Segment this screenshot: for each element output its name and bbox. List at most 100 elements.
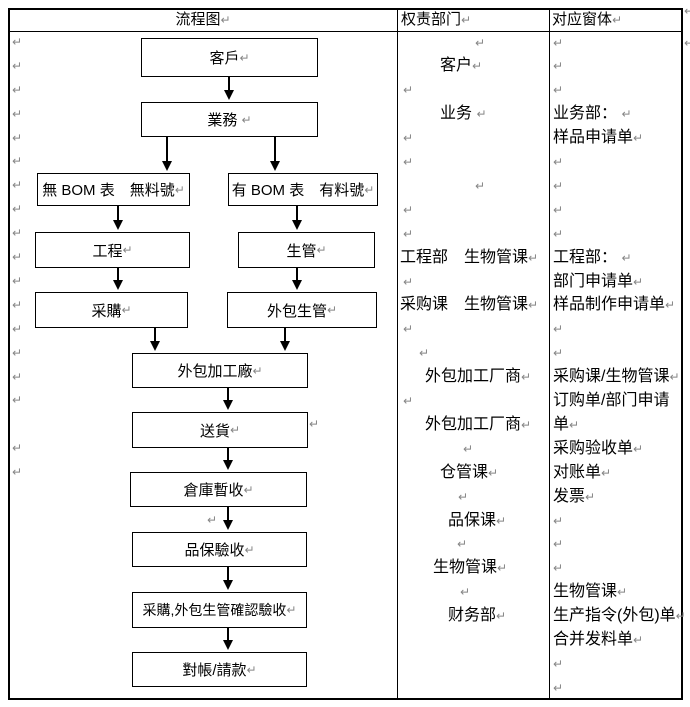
flow-arrowhead-icon bbox=[292, 220, 302, 230]
flow-arrow-line[interactable] bbox=[227, 507, 229, 521]
paragraph-mark-icon: ↵ bbox=[601, 465, 612, 480]
form-text-line[interactable]: 样品制作申请单↵ bbox=[553, 293, 675, 317]
department-text-line[interactable]: 品保课↵ bbox=[448, 509, 506, 533]
column-divider-2 bbox=[549, 8, 550, 700]
paragraph-mark-icon: ↵ bbox=[121, 303, 132, 317]
department-empty-line: ↵ bbox=[403, 198, 413, 222]
flow-arrow-line[interactable] bbox=[227, 388, 229, 401]
department-empty-line: ↵ bbox=[460, 580, 470, 604]
header-cell-forms[interactable]: 对应窗体↵ bbox=[552, 9, 680, 31]
flow-arrow-line[interactable] bbox=[284, 328, 286, 342]
paragraph-mark-icon: ↵ bbox=[553, 513, 564, 528]
form-text-line[interactable]: 订购单/部门申请 bbox=[553, 389, 669, 413]
paragraph-mark-icon: ↵ bbox=[476, 107, 487, 122]
flow-arrowhead-icon bbox=[223, 640, 233, 650]
header-row-divider bbox=[8, 31, 683, 32]
form-empty-line: ↵ bbox=[553, 78, 563, 102]
department-text-line[interactable]: 外包加工厂商↵ bbox=[425, 365, 531, 389]
flow-arrow-line[interactable] bbox=[154, 328, 156, 342]
paragraph-mark-icon: ↵ bbox=[12, 202, 23, 216]
form-text-line[interactable]: 生产指令(外包)单↵ bbox=[553, 604, 686, 628]
department-empty-line: ↵ bbox=[419, 341, 429, 365]
paragraph-mark-icon: ↵ bbox=[403, 322, 414, 337]
form-text-line[interactable]: 样品申请单↵ bbox=[553, 126, 643, 150]
department-text-line[interactable]: 财务部↵ bbox=[448, 604, 506, 628]
form-empty-line: ↵ bbox=[553, 198, 563, 222]
flow-box[interactable]: 無 BOM 表 無料號↵ bbox=[37, 173, 190, 206]
paragraph-mark-icon: ↵ bbox=[12, 226, 23, 240]
flow-box-label: 采購 bbox=[91, 302, 122, 320]
flow-box[interactable]: 采購↵ bbox=[35, 292, 188, 328]
paragraph-mark-icon: ↵ bbox=[460, 585, 471, 600]
form-label: 采购验收单 bbox=[553, 439, 634, 457]
paragraph-mark-icon: ↵ bbox=[244, 542, 255, 557]
form-text-line[interactable]: 发票↵ bbox=[553, 485, 595, 509]
flow-arrow-line[interactable] bbox=[296, 206, 298, 221]
form-text-line[interactable]: 业务部： ↵ bbox=[553, 102, 632, 126]
flow-arrow-line[interactable] bbox=[296, 268, 298, 281]
flow-box[interactable]: 有 BOM 表 有料號↵ bbox=[228, 173, 378, 206]
department-text-line[interactable]: 工程部 生物管课↵ bbox=[400, 246, 538, 270]
flow-arrow-line[interactable] bbox=[166, 137, 168, 162]
flow-box[interactable]: 生管↵ bbox=[238, 232, 375, 268]
flow-box[interactable]: 倉庫暫收↵ bbox=[130, 472, 307, 507]
flow-arrowhead-icon bbox=[270, 161, 280, 171]
flow-box-label: 采購,外包生管確認驗收 bbox=[142, 602, 287, 618]
department-text-line[interactable]: 客户↵ bbox=[440, 54, 482, 78]
flow-box[interactable]: 對帳/請款↵ bbox=[132, 652, 307, 687]
flow-arrow-line[interactable] bbox=[227, 567, 229, 581]
flow-box[interactable]: 外包生管↵ bbox=[227, 292, 377, 328]
flow-box[interactable]: 工程↵ bbox=[35, 232, 190, 268]
flow-arrow-line[interactable] bbox=[274, 137, 276, 162]
form-text-line[interactable]: 工程部： ↵ bbox=[553, 246, 632, 270]
form-text-line[interactable]: 合并发料单↵ bbox=[553, 628, 643, 652]
flow-box[interactable]: 業務 ↵ bbox=[141, 102, 318, 137]
flow-box[interactable]: 送貨↵ bbox=[132, 412, 308, 448]
department-empty-line: ↵ bbox=[475, 31, 485, 55]
department-text-line[interactable]: 业务 ↵ bbox=[440, 102, 487, 126]
department-text-line[interactable]: 生物管课↵ bbox=[433, 556, 507, 580]
flow-box[interactable]: 外包加工廠↵ bbox=[132, 353, 308, 388]
paragraph-mark-icon: ↵ bbox=[553, 680, 564, 695]
flow-arrowhead-icon bbox=[150, 341, 160, 351]
header-cell-flowchart[interactable]: 流程图↵ bbox=[10, 9, 396, 31]
flow-arrow-line[interactable] bbox=[117, 206, 119, 221]
form-text-line[interactable]: 单↵ bbox=[553, 413, 579, 437]
department-label: 品保课 bbox=[448, 511, 497, 529]
paragraph-mark-icon: ↵ bbox=[472, 59, 483, 74]
paragraph-mark-icon: ↵ bbox=[553, 178, 564, 193]
form-text-line[interactable]: 生物管课↵ bbox=[553, 580, 627, 604]
department-label: 采购课 生物管课 bbox=[400, 296, 529, 314]
paragraph-mark-icon: ↵ bbox=[122, 243, 133, 257]
form-text-line[interactable]: 采购课/生物管课↵ bbox=[553, 365, 680, 389]
flow-box[interactable]: 品保驗收↵ bbox=[132, 532, 307, 567]
department-empty-line: ↵ bbox=[403, 222, 413, 246]
flow-arrow-line[interactable] bbox=[228, 77, 230, 91]
paragraph-mark-icon: ↵ bbox=[475, 178, 486, 193]
paragraph-mark-icon: ↵ bbox=[633, 633, 644, 647]
paragraph-mark-icon: ↵ bbox=[458, 489, 469, 504]
form-empty-line: ↵ bbox=[553, 222, 563, 246]
flow-arrowhead-icon bbox=[223, 520, 233, 530]
flow-box[interactable]: 采購,外包生管確認驗收↵ bbox=[132, 592, 307, 628]
form-text-line[interactable]: 部门申请单↵ bbox=[553, 270, 643, 294]
department-text-line[interactable]: 采购课 生物管课↵ bbox=[400, 293, 538, 317]
flow-box-label: 送貨 bbox=[199, 422, 230, 440]
department-text-line[interactable]: 外包加工厂商↵ bbox=[425, 413, 531, 437]
flow-arrow-line[interactable] bbox=[227, 628, 229, 641]
form-text-line[interactable]: 采购验收单↵ bbox=[553, 437, 643, 461]
flow-box-label: 外包生管 bbox=[266, 302, 327, 320]
department-empty-line: ↵ bbox=[403, 317, 413, 341]
paragraph-mark-icon: ↵ bbox=[553, 155, 564, 169]
header-cell-departments[interactable]: 权责部门↵ bbox=[401, 9, 547, 31]
department-text-line[interactable]: 仓管课↵ bbox=[440, 461, 498, 485]
flow-arrow-line[interactable] bbox=[227, 448, 229, 461]
flow-box[interactable]: 客戶↵ bbox=[141, 38, 318, 77]
paragraph-mark-icon: ↵ bbox=[497, 561, 508, 576]
paragraph-mark-icon: ↵ bbox=[463, 441, 474, 456]
form-label: 生物管课 bbox=[553, 583, 618, 601]
form-text-line[interactable]: 对账单↵ bbox=[553, 461, 611, 485]
department-empty-line: ↵ bbox=[457, 532, 467, 556]
flow-arrow-line[interactable] bbox=[117, 268, 119, 281]
